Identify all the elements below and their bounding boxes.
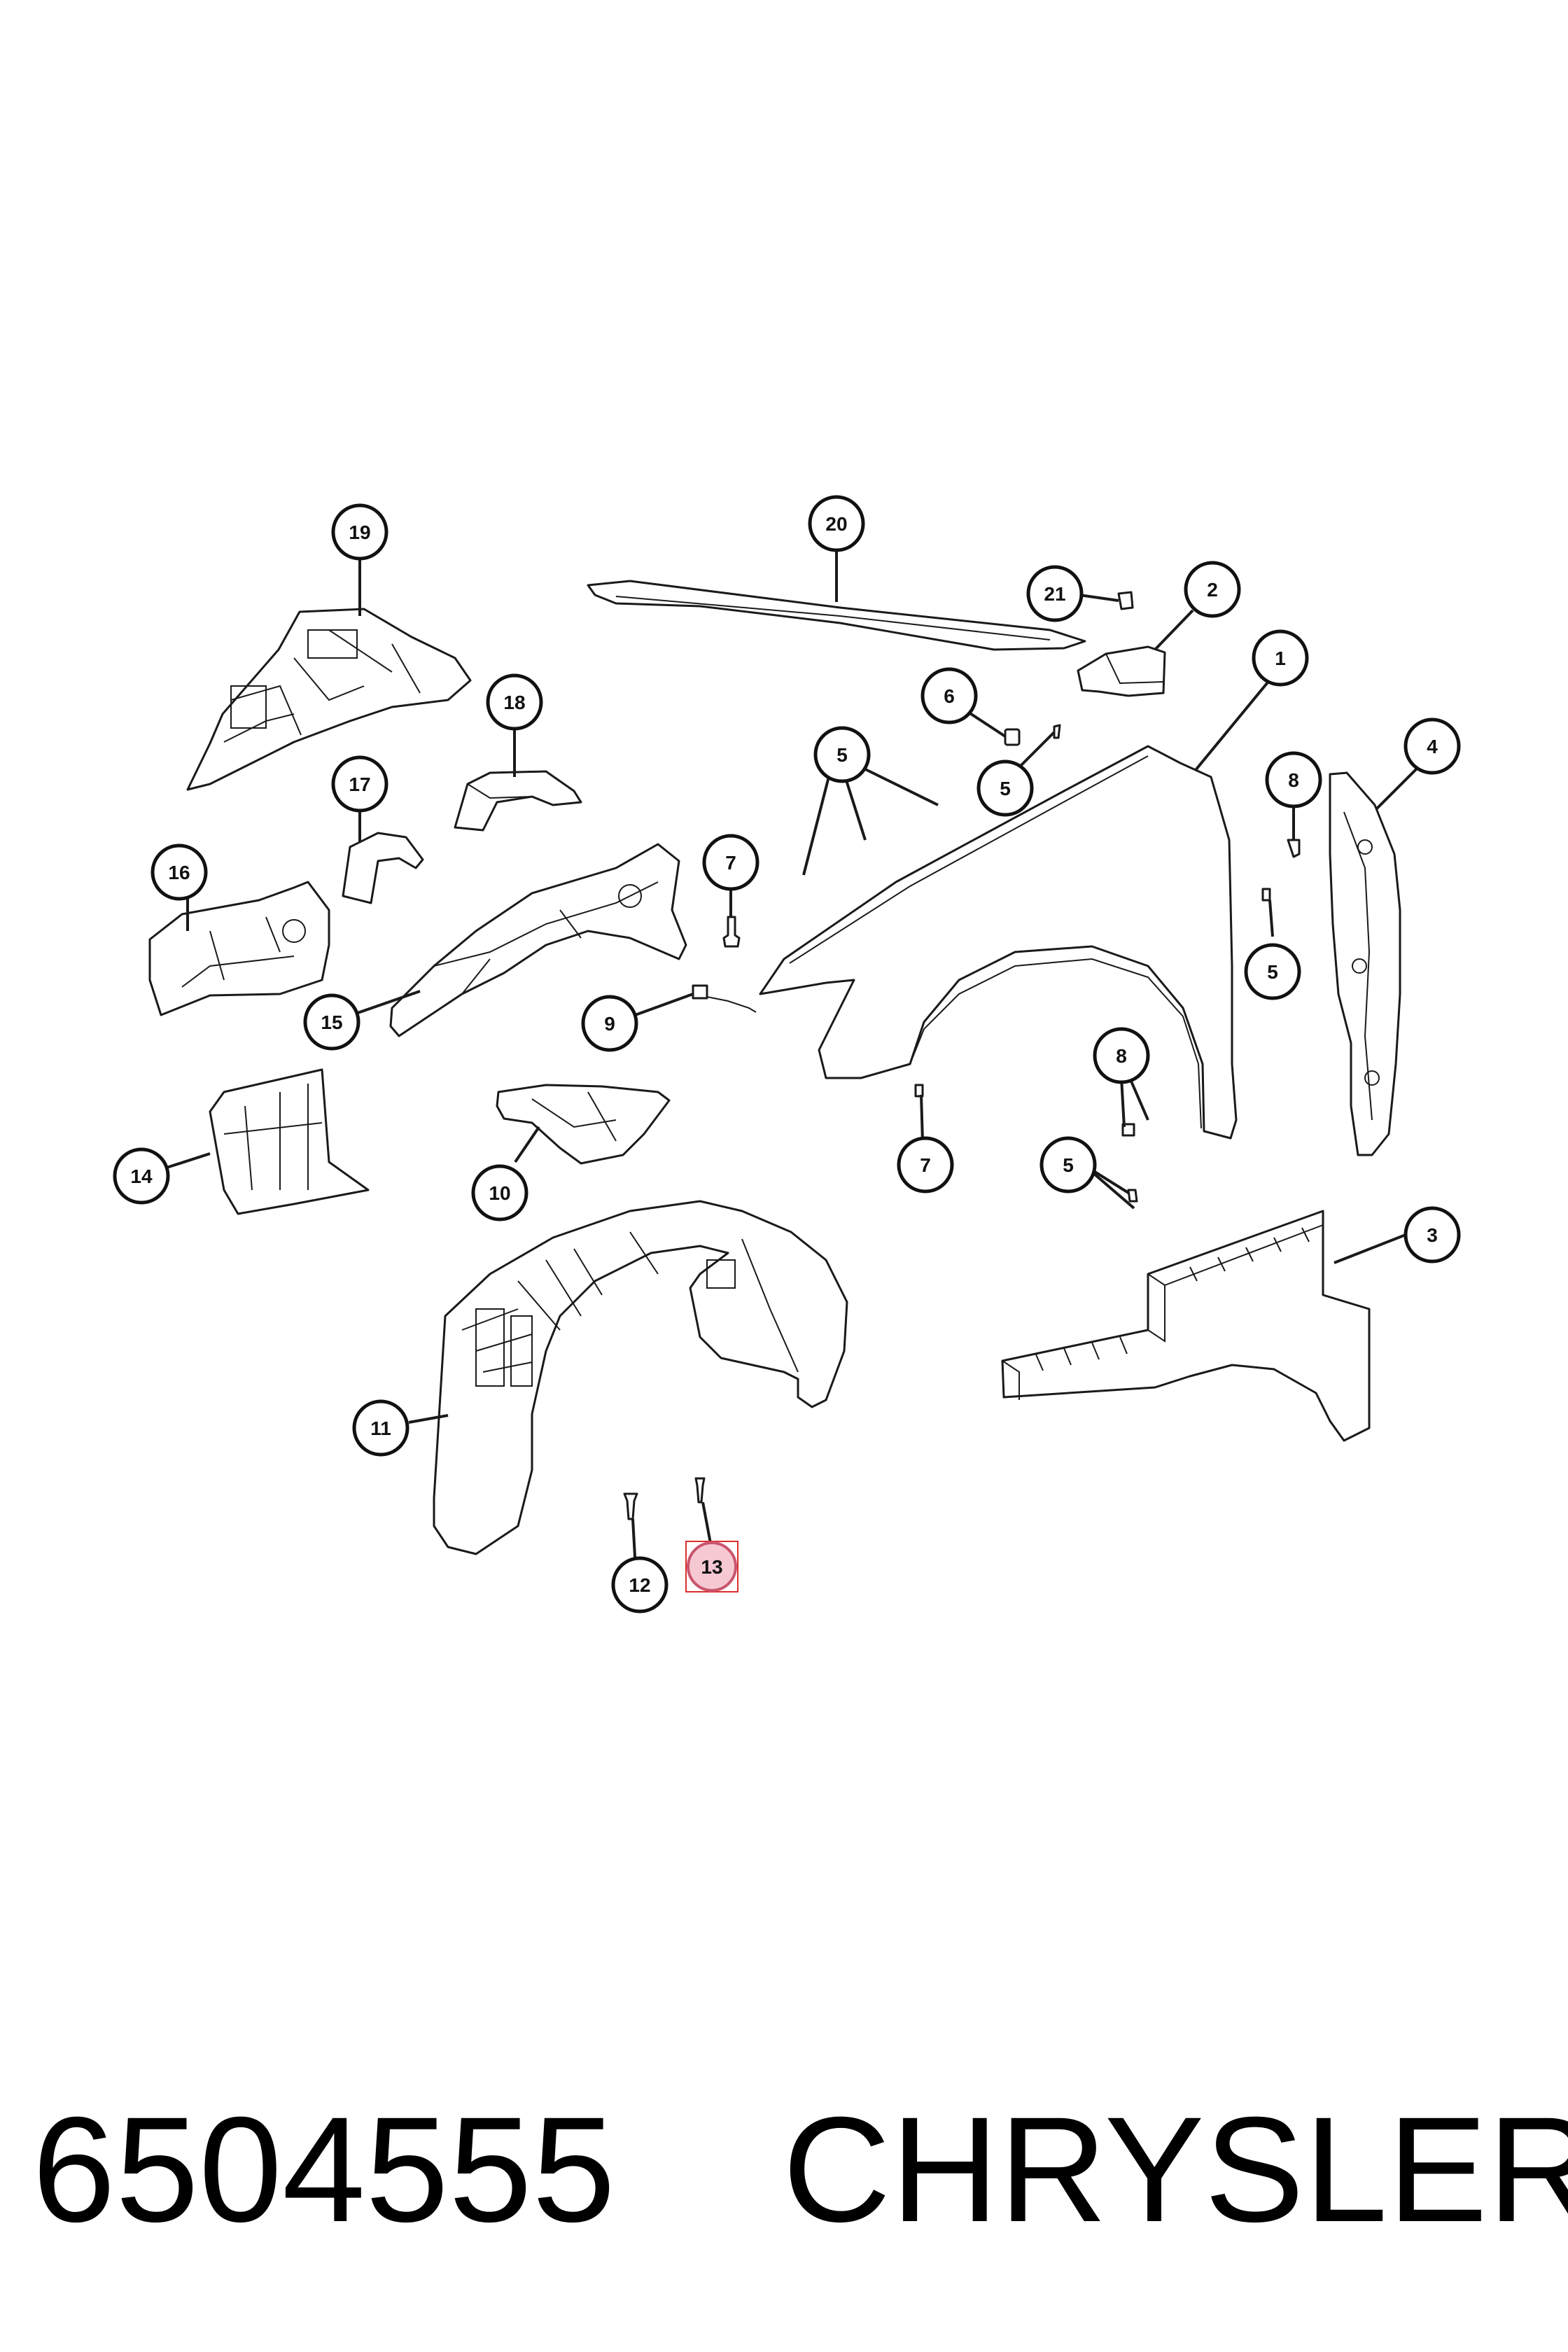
callout-5-d[interactable]: 5 (1040, 1136, 1097, 1194)
callout-20[interactable]: 20 (808, 495, 865, 552)
part-1-front-fender (759, 745, 1238, 1140)
svg-text:6: 6 (944, 685, 955, 707)
part-6-clip (1004, 728, 1021, 746)
part-12-push-pin (623, 1492, 638, 1520)
callout-6[interactable]: 6 (920, 667, 978, 724)
part-13-screw (694, 1477, 706, 1504)
svg-text:1: 1 (1275, 648, 1286, 669)
part-3-fender-insulator (1001, 1210, 1371, 1442)
part-5-screw-a (1053, 724, 1061, 739)
svg-text:5: 5 (1267, 961, 1278, 983)
svg-text:4: 4 (1427, 736, 1438, 757)
svg-text:7: 7 (725, 852, 736, 874)
callout-16[interactable]: 16 (150, 844, 208, 901)
svg-text:9: 9 (604, 1013, 615, 1035)
svg-text:13: 13 (701, 1556, 722, 1578)
svg-text:5: 5 (836, 744, 848, 766)
svg-text:2: 2 (1207, 579, 1218, 601)
svg-text:7: 7 (920, 1154, 931, 1176)
svg-text:8: 8 (1288, 769, 1299, 791)
part-14-splash-shield (209, 1068, 370, 1215)
svg-text:16: 16 (168, 862, 190, 883)
part-10-bracket-assembly (496, 1084, 671, 1165)
callout-11[interactable]: 11 (352, 1399, 410, 1457)
callout-15[interactable]: 15 (303, 993, 360, 1051)
part-5-screw-c (1127, 1189, 1138, 1203)
callout-19[interactable]: 19 (331, 503, 388, 561)
part-11-wheelhouse-liner (433, 1200, 848, 1555)
callout-21[interactable]: 21 (1026, 565, 1084, 622)
svg-text:21: 21 (1044, 583, 1065, 605)
svg-text:20: 20 (825, 513, 847, 535)
part-7-bolt-a (722, 916, 741, 948)
brand-text: CHRYSLER (783, 2086, 1568, 2253)
callout-1[interactable]: 1 (1252, 629, 1309, 687)
part-20-cowl-crossmember (587, 580, 1086, 651)
part-8-bracket-a (1287, 839, 1301, 858)
callout-7-b[interactable]: 7 (897, 1136, 954, 1194)
part-17-bracket (342, 832, 424, 904)
callout-3[interactable]: 3 (1404, 1206, 1461, 1264)
callout-5-a[interactable]: 5 (976, 760, 1034, 817)
part-16-apron-extension (148, 881, 330, 1016)
part-8-bracket-b (1121, 1123, 1135, 1137)
callout-4[interactable]: 4 (1404, 718, 1461, 775)
svg-text:8: 8 (1116, 1045, 1127, 1067)
svg-text:11: 11 (370, 1418, 391, 1439)
svg-text:17: 17 (349, 774, 370, 795)
part-5-screw-b (1261, 888, 1271, 902)
part-number-text: 6504555 (32, 2086, 616, 2253)
part-7-bolt-b (914, 1084, 924, 1098)
callout-17[interactable]: 17 (331, 755, 388, 813)
part-9-wire-bracket (692, 984, 757, 1013)
part-18-bracket (454, 770, 582, 832)
callout-5-b[interactable]: 5 (813, 726, 871, 783)
callout-8-a[interactable]: 8 (1265, 751, 1322, 808)
callout-12[interactable]: 12 (611, 1556, 668, 1614)
callout-10[interactable]: 10 (471, 1164, 528, 1222)
svg-text:14: 14 (130, 1166, 153, 1187)
caption-footer: 6504555 CHRYSLER (0, 2072, 1568, 2268)
part-4-fender-support-bracket (1329, 771, 1401, 1156)
svg-text:5: 5 (1000, 778, 1011, 799)
part-21-bolt (1117, 591, 1134, 610)
part-2-bracket (1077, 645, 1166, 697)
callout-8-b[interactable]: 8 (1093, 1027, 1150, 1084)
callout-5-c[interactable]: 5 (1244, 943, 1301, 1000)
svg-text:12: 12 (629, 1574, 650, 1596)
callout-2[interactable]: 2 (1184, 561, 1241, 618)
callout-13-highlighted[interactable]: 13 (685, 1541, 738, 1592)
callout-18[interactable]: 18 (486, 673, 543, 731)
svg-text:5: 5 (1063, 1154, 1074, 1176)
svg-text:18: 18 (503, 692, 525, 713)
svg-text:19: 19 (349, 522, 370, 543)
part-15-frame-rail (389, 843, 687, 1037)
part-19-hinge-pillar-reinforcement (186, 608, 472, 791)
callout-14[interactable]: 14 (113, 1147, 170, 1205)
svg-text:10: 10 (489, 1182, 510, 1204)
callout-9[interactable]: 9 (581, 995, 638, 1052)
svg-text:3: 3 (1427, 1224, 1438, 1246)
callout-7-a[interactable]: 7 (702, 834, 760, 891)
svg-text:15: 15 (321, 1011, 342, 1033)
